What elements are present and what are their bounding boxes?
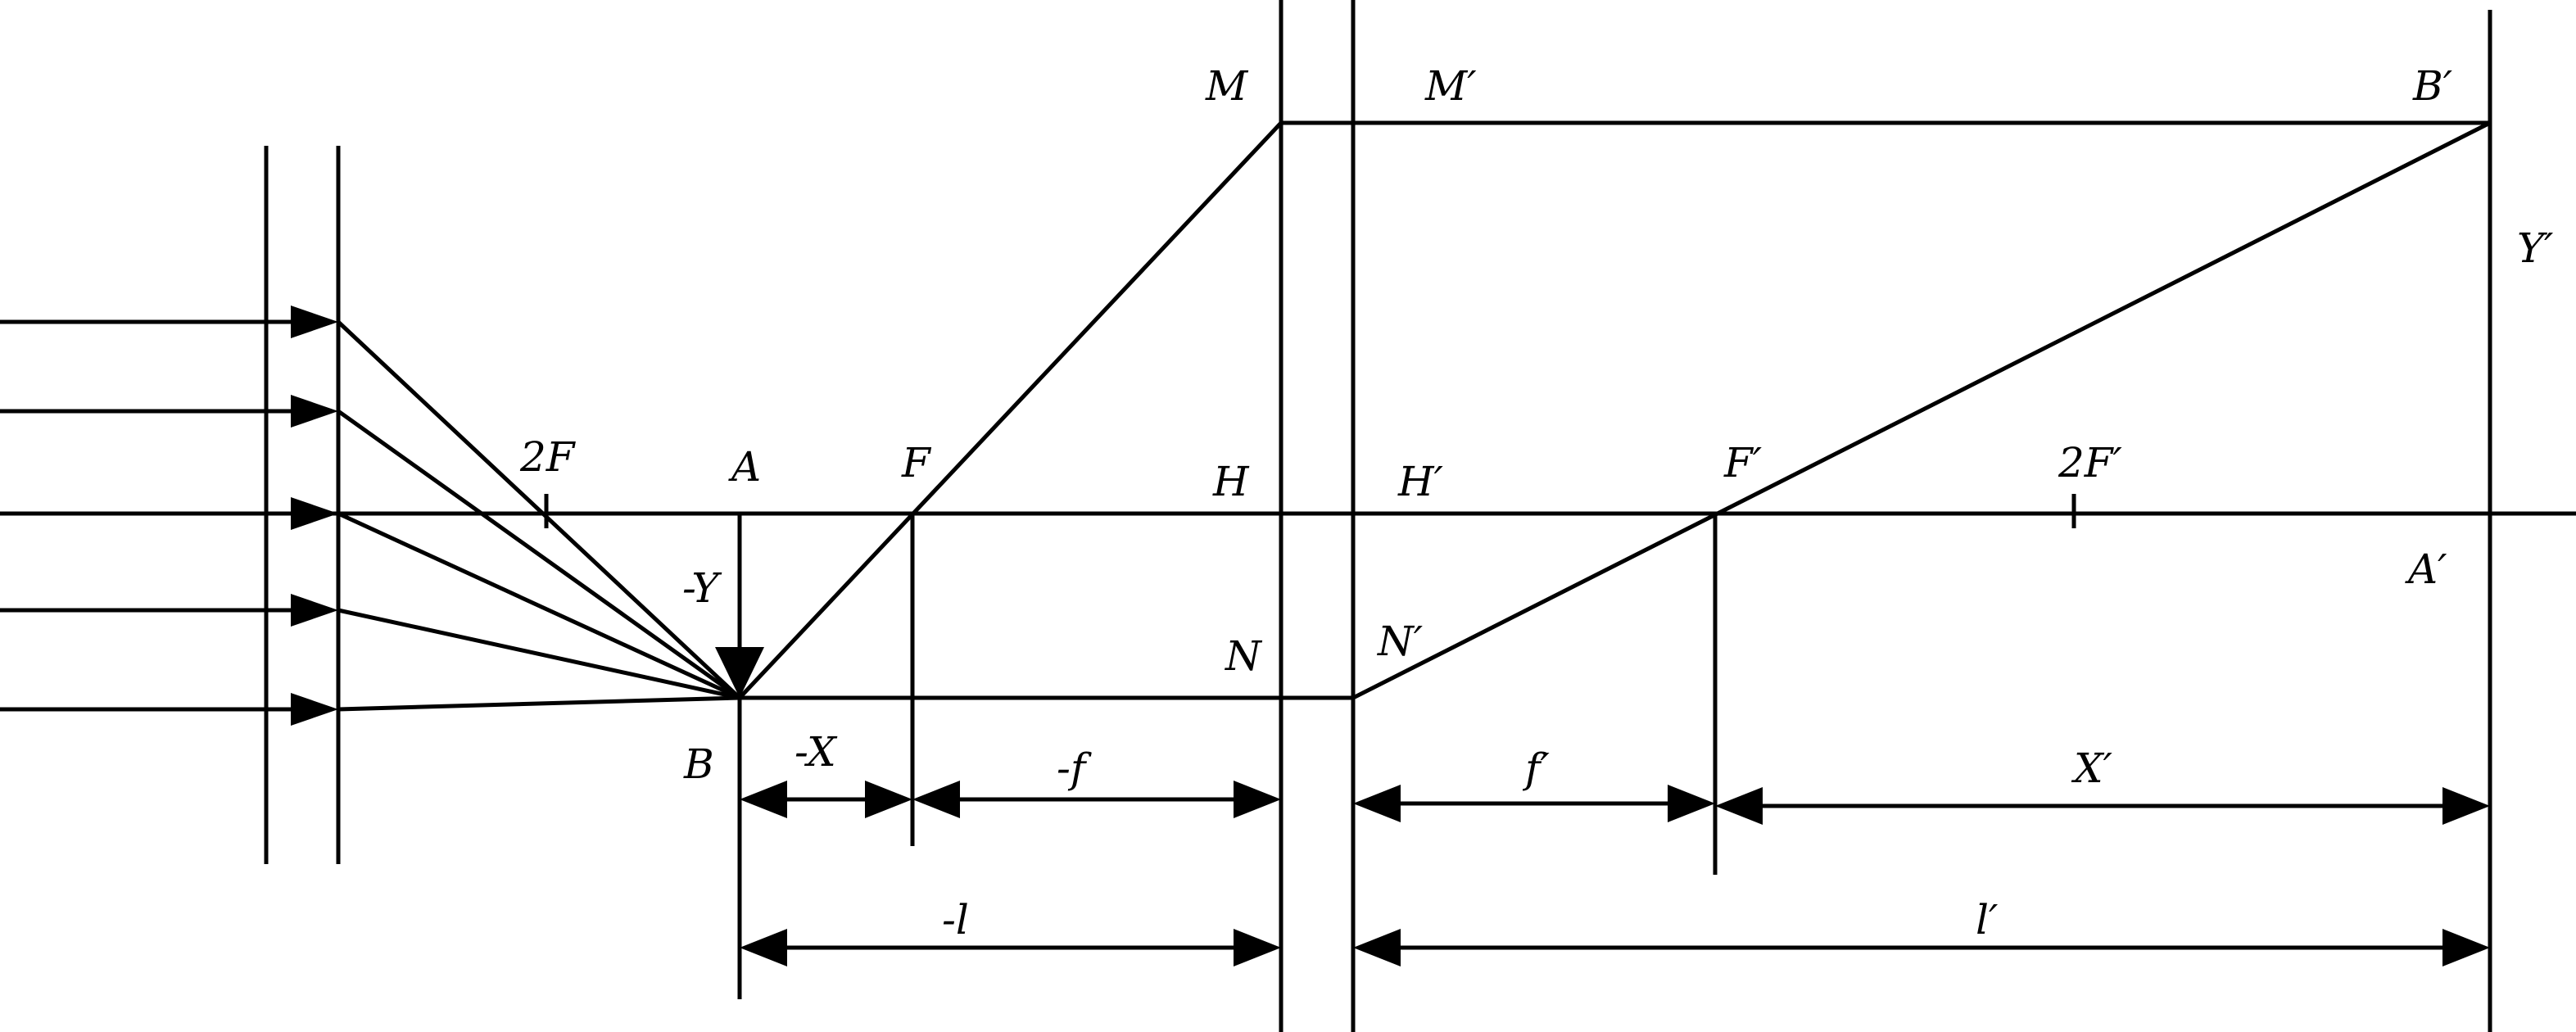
label-h-prime: H′ xyxy=(1397,458,1444,505)
arrowhead xyxy=(740,781,787,818)
arrowhead xyxy=(291,306,338,338)
label-minus-x: -X xyxy=(795,728,838,776)
label-m: M xyxy=(1205,62,1249,110)
ray-n-prime-through-f-prime-to-b-prime xyxy=(1351,120,2492,700)
arrowhead xyxy=(1668,785,1715,822)
dimension-l-prime xyxy=(1353,929,2490,966)
label-2f-prime: 2F′ xyxy=(2058,439,2123,487)
label-2f: 2F xyxy=(519,433,577,481)
converging-ray-1 xyxy=(337,320,741,699)
arrowhead xyxy=(1715,787,1763,825)
arrowhead xyxy=(2442,787,2490,825)
label-minus-y: -Y xyxy=(682,564,722,612)
label-minus-l: -l xyxy=(942,896,969,944)
converging-ray-5 xyxy=(337,695,740,712)
converging-ray-4 xyxy=(337,608,740,700)
label-m-prime: M′ xyxy=(1424,62,1477,110)
label-n: N xyxy=(1225,632,1263,680)
arrowhead xyxy=(1353,929,1401,966)
label-minus-f: -f xyxy=(1057,745,1092,792)
arrowhead xyxy=(1234,929,1281,966)
dimension-minus-f xyxy=(912,781,1281,818)
arrowhead xyxy=(291,497,338,530)
converging-ray-2 xyxy=(337,409,741,700)
dimension-x-prime xyxy=(1715,787,2490,825)
arrowhead xyxy=(1234,781,1281,818)
arrowhead xyxy=(2442,929,2490,966)
arrowhead xyxy=(865,781,912,818)
label-a-prime: A′ xyxy=(2405,545,2447,593)
converging-ray-3 xyxy=(337,511,741,700)
label-h: H xyxy=(1212,458,1250,505)
label-f: F xyxy=(901,439,932,487)
label-f-prime-dimension: f′ xyxy=(1522,745,1551,792)
converging-rays xyxy=(337,320,741,712)
arrowhead xyxy=(912,781,960,818)
arrowhead xyxy=(291,693,338,726)
arrowhead xyxy=(740,929,787,966)
label-f-prime: F′ xyxy=(1723,439,1763,487)
arrowhead xyxy=(1353,785,1401,822)
arrowhead xyxy=(291,395,338,428)
object-arrowhead xyxy=(715,647,764,698)
label-y-prime: Y′ xyxy=(2517,224,2554,272)
ray-b-through-f-to-m xyxy=(738,121,1283,699)
dimension-minus-l xyxy=(740,929,1281,966)
label-l-prime: l′ xyxy=(1976,896,1999,944)
label-a: A xyxy=(728,443,761,491)
label-n-prime: N′ xyxy=(1377,618,1424,665)
dimension-f-prime xyxy=(1353,785,1715,822)
dimension-minus-x xyxy=(740,781,912,818)
arrowhead xyxy=(291,594,338,627)
label-x-prime: X′ xyxy=(2071,745,2113,792)
label-b-prime: B′ xyxy=(2412,62,2453,110)
incoming-parallel-rays xyxy=(0,306,338,726)
label-b: B xyxy=(683,740,714,788)
